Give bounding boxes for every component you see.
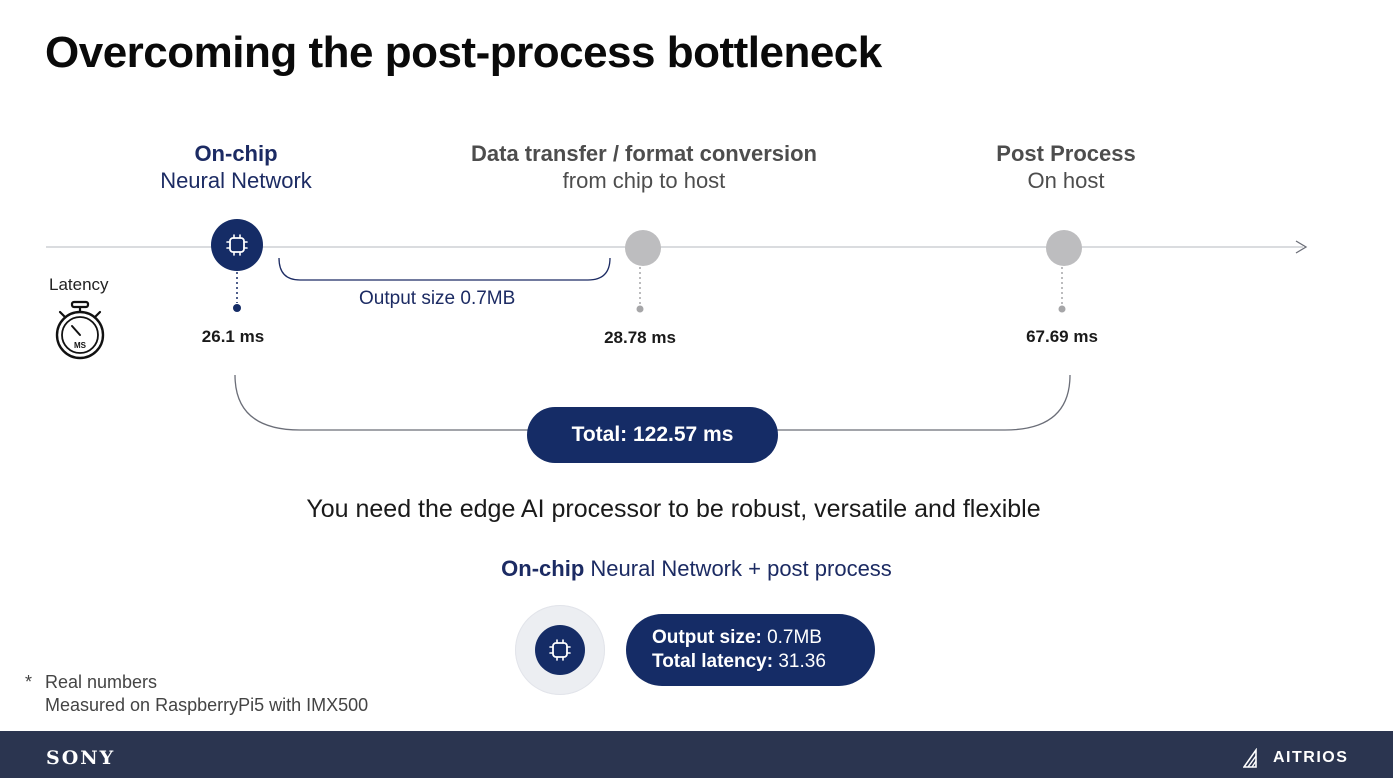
stopwatch-icon: MS bbox=[55, 300, 105, 360]
footnote-asterisk: * bbox=[25, 672, 33, 692]
result-total-latency: Total latency: 31.36 bbox=[652, 651, 826, 672]
aitrios-logo: AITRIOS bbox=[1243, 748, 1348, 768]
solution-heading: On-chip Neural Network + post process bbox=[0, 556, 1393, 582]
stage-subtitle: On host bbox=[1027, 168, 1105, 193]
result-chip-badge bbox=[515, 605, 605, 695]
output-size-label: Output size 0.7MB bbox=[359, 288, 516, 309]
solution-heading-rest: Neural Network + post process bbox=[590, 556, 892, 581]
total-bracket-right bbox=[776, 374, 1071, 431]
result-summary-badge: Output size: 0.7MB Total latency: 31.36 bbox=[626, 614, 875, 686]
total-latency-badge: Total: 122.57 ms bbox=[527, 407, 778, 463]
footer-bar bbox=[0, 731, 1393, 778]
stage-subtitle: from chip to host bbox=[562, 168, 726, 193]
tagline: You need the edge AI processor to be rob… bbox=[306, 495, 1041, 523]
footnote-line-2: Measured on RaspberryPi5 with IMX500 bbox=[45, 695, 369, 715]
chip-icon bbox=[226, 234, 248, 256]
post-process-dot bbox=[1058, 305, 1066, 313]
output-size-bracket bbox=[278, 257, 611, 281]
post-process-node bbox=[1046, 230, 1082, 266]
stopwatch-text: MS bbox=[74, 341, 87, 350]
footnote-line-1: Real numbers bbox=[45, 672, 158, 692]
stage-heading-data-transfer: Data transfer / format conversion from c… bbox=[434, 140, 854, 194]
footnote: * Real numbers Measured on RaspberryPi5 … bbox=[25, 671, 368, 717]
on-chip-latency: 26.1 ms bbox=[201, 327, 265, 346]
sony-logo: SONY bbox=[46, 747, 116, 769]
stage-title: Post Process bbox=[996, 141, 1136, 166]
stage-heading-on-chip: On-chip Neural Network bbox=[136, 140, 336, 194]
data-transfer-latency: 28.78 ms bbox=[604, 328, 676, 347]
latency-label: Latency bbox=[49, 275, 109, 294]
stage-title: On-chip bbox=[194, 141, 278, 166]
on-chip-dot bbox=[233, 304, 241, 312]
page-title: Overcoming the post-process bottleneck bbox=[45, 28, 882, 77]
data-transfer-node bbox=[625, 230, 661, 266]
data-transfer-dot bbox=[636, 305, 644, 313]
stage-subtitle: Neural Network bbox=[160, 168, 312, 193]
stage-heading-post-process: Post Process On host bbox=[946, 140, 1186, 194]
solution-heading-bold: On-chip bbox=[501, 556, 585, 581]
total-bracket-left bbox=[234, 374, 530, 431]
aitrios-logo-text: AITRIOS bbox=[1273, 749, 1349, 766]
chip-icon bbox=[535, 625, 585, 675]
aitrios-logo-icon bbox=[1243, 748, 1257, 768]
timeline-arrowhead bbox=[1295, 240, 1308, 254]
stage-title: Data transfer / format conversion bbox=[471, 141, 817, 166]
result-output-size: Output size: 0.7MB bbox=[652, 627, 822, 648]
on-chip-node bbox=[211, 219, 263, 271]
post-process-latency: 67.69 ms bbox=[1026, 327, 1098, 346]
